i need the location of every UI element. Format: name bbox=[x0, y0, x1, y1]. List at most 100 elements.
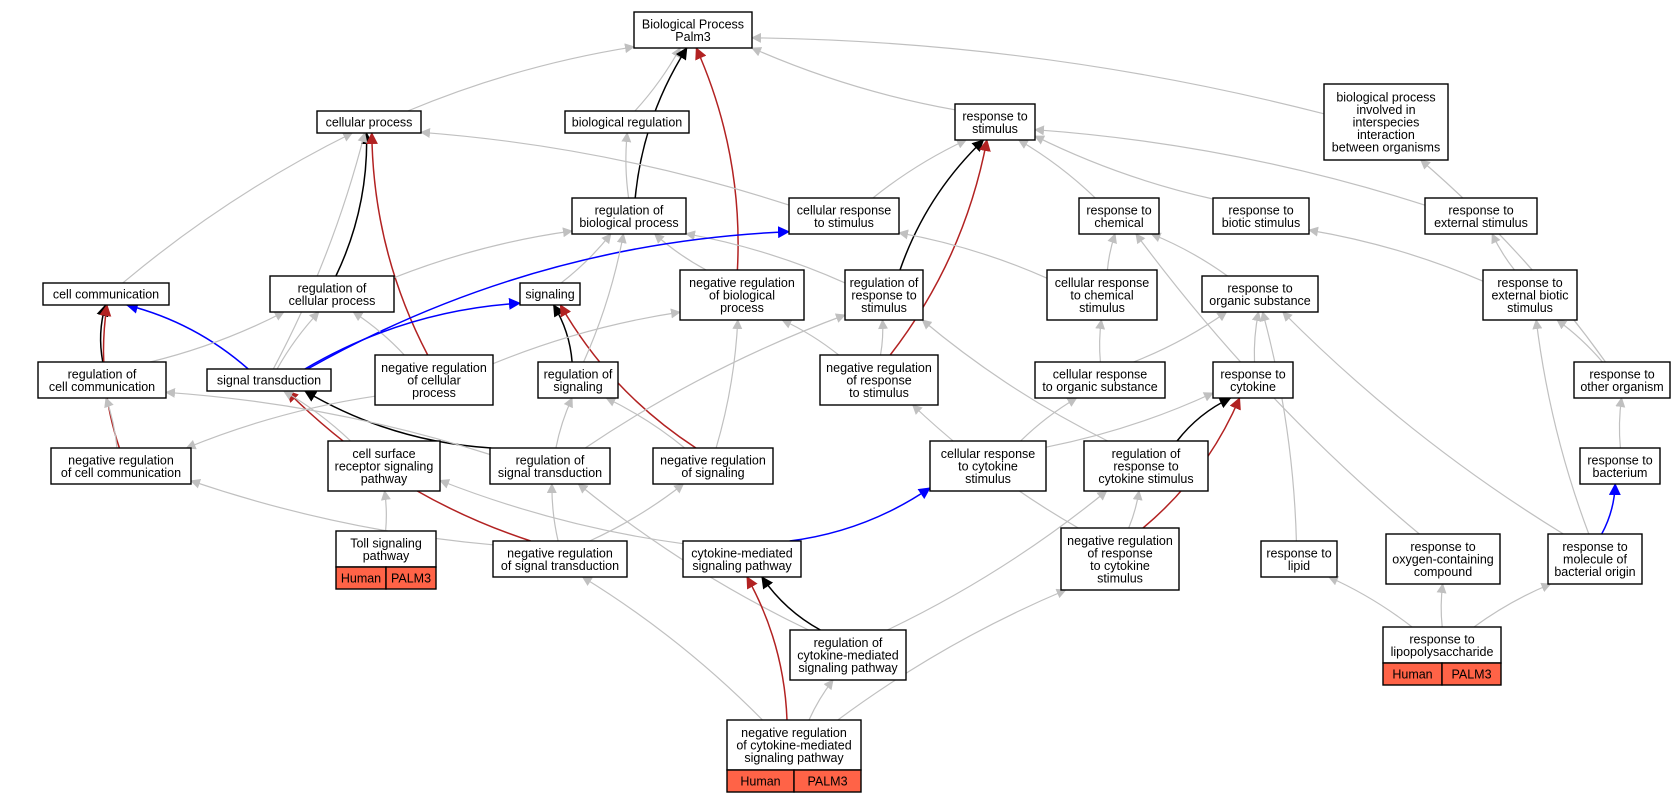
edge-is-a-rtmbo-to-rtebs bbox=[1532, 319, 1590, 535]
edge-is-a-crs-to-rts bbox=[872, 139, 968, 199]
term-label-line: of response bbox=[846, 374, 911, 388]
edge-is-a-st-to-cp bbox=[272, 132, 368, 370]
term-label-line: response to bbox=[1228, 203, 1293, 217]
term-label-line: external stimulus bbox=[1434, 216, 1528, 230]
edge-is-a-rtlps-to-rtoc bbox=[1436, 583, 1447, 628]
term-box bbox=[1212, 197, 1310, 235]
term-label-line: regulation of bbox=[298, 281, 367, 295]
term-box bbox=[679, 269, 805, 321]
go-term-cc[interactable]: cell communication bbox=[42, 282, 170, 306]
term-label-line: bacterial origin bbox=[1554, 565, 1635, 579]
term-label-line: lipid bbox=[1288, 559, 1310, 573]
term-box bbox=[682, 540, 802, 578]
edge-is-a-sig-to-rbp bbox=[560, 233, 612, 284]
term-label-line: cell surface bbox=[352, 447, 415, 461]
term-label-line: cellular response bbox=[797, 203, 892, 217]
term-label-line: response to bbox=[1562, 540, 1627, 554]
term-label-line: regulation of bbox=[1112, 447, 1181, 461]
go-term-st[interactable]: signal transduction bbox=[206, 368, 332, 392]
edge-is-a-rtlps-to-rtl bbox=[1327, 576, 1413, 628]
term-box bbox=[1482, 269, 1578, 321]
term-box bbox=[788, 197, 900, 235]
edge-is-a-crtos-to-crcs bbox=[1095, 319, 1106, 363]
term-label-line: lipopolysaccharide bbox=[1391, 645, 1494, 659]
term-label-line: to cytokine bbox=[1090, 559, 1150, 573]
term-label-line: response to bbox=[1589, 367, 1654, 381]
term-label-line: regulation of bbox=[544, 367, 613, 381]
term-label-line: cytokine-mediated bbox=[797, 649, 898, 663]
term-label-line: stimulus bbox=[1079, 301, 1125, 315]
go-term-breg[interactable]: biological regulation bbox=[564, 110, 690, 134]
go-term-cp[interactable]: cellular process bbox=[316, 110, 422, 134]
term-box bbox=[929, 440, 1047, 492]
term-label-line: process bbox=[720, 301, 764, 315]
edge-is-a-nrsig-to-nrbp bbox=[715, 319, 743, 449]
term-label-line: negative regulation bbox=[1067, 534, 1173, 548]
term-box bbox=[316, 110, 422, 134]
edge-is-a-nrcp-to-nrcc bbox=[185, 395, 376, 450]
go-term-rcmsp[interactable]: regulation ofcytokine-mediatedsignaling … bbox=[789, 629, 907, 681]
term-label-line: response to bbox=[851, 289, 916, 303]
term-label-line: cytokine bbox=[1230, 380, 1276, 394]
term-label-line: molecule of bbox=[1563, 553, 1627, 567]
term-box bbox=[844, 269, 924, 321]
edge-part-of-rrcy-to-rtcy bbox=[1176, 397, 1232, 442]
term-label-line: other organism bbox=[1580, 380, 1663, 394]
edge-is-a-rts-to-bp bbox=[751, 47, 956, 111]
term-label-line: cytokine-mediated bbox=[691, 546, 792, 560]
edge-part-of-rcmsp-to-cmsp bbox=[761, 576, 821, 631]
term-label-line: involved in bbox=[1356, 103, 1415, 117]
go-term-sig[interactable]: signaling bbox=[519, 282, 581, 306]
term-box bbox=[633, 11, 753, 49]
term-label-line: negative regulation bbox=[660, 453, 766, 467]
term-label-line: signaling pathway bbox=[692, 559, 792, 573]
edge-negatively-regulates-nrcmsp-to-cmsp bbox=[746, 576, 788, 721]
term-label-line: response to bbox=[962, 109, 1027, 123]
term-label-line: negative regulation bbox=[826, 361, 932, 375]
term-label-line: cellular response bbox=[1053, 367, 1148, 381]
annotation-gene-cell bbox=[1441, 662, 1502, 686]
term-box bbox=[335, 530, 437, 568]
term-label-line: of cellular bbox=[407, 374, 461, 388]
annotation-gene-label: PALM3 bbox=[391, 572, 431, 586]
term-box bbox=[726, 719, 862, 771]
term-label-line: cellular response bbox=[1055, 276, 1150, 290]
